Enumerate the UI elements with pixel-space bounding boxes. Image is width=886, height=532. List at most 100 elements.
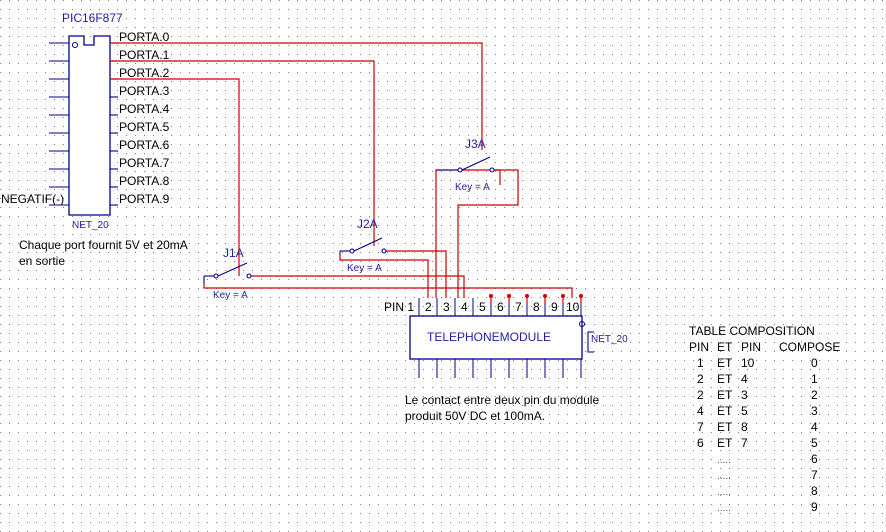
table-cell-1-1: ET: [717, 372, 733, 386]
j2a-key: Key = A: [347, 263, 382, 274]
table-filler-2: .....: [717, 487, 731, 498]
note-port-line2: en sortie: [19, 254, 65, 268]
table-cell-1-0: 2: [697, 372, 704, 386]
table-cell-3-0: 4: [697, 404, 704, 418]
table-filler-1: .....: [717, 471, 731, 482]
module-pin-number-3: 3: [443, 300, 450, 314]
table-cell-5-3: 5: [811, 436, 818, 450]
table-header-compose: COMPOSE: [779, 340, 840, 354]
table-compose-extra-2: 8: [811, 484, 818, 498]
switch-j2a[interactable]: J2A Key = A: [339, 217, 387, 274]
table-cell-4-0: 7: [697, 420, 704, 434]
module-pin-number-4: 4: [461, 300, 468, 314]
table-cell-1-3: 1: [811, 372, 818, 386]
j1a-key: Key = A: [213, 290, 248, 301]
pic-title: PIC16F877: [62, 11, 123, 25]
port-label-6: PORTA.6: [119, 138, 170, 152]
module-pin-number-2: 2: [425, 300, 432, 314]
table-header-et: ET: [717, 340, 733, 354]
note-module-line2: produit 50V DC et 100mA.: [405, 409, 545, 423]
pic-body: [68, 35, 111, 216]
wire-j1a-pin10: [203, 284, 573, 298]
module-pin-number-8: 8: [533, 300, 540, 314]
wire-porta0-j3a: [110, 42, 483, 150]
module-pin-dot: [561, 294, 565, 298]
module-bottom-pins: [418, 359, 582, 378]
module-pin-dot: [579, 294, 583, 298]
module-net-bracket: [587, 331, 594, 353]
table-cell-5-0: 6: [697, 436, 704, 450]
module-pin-number-9: 9: [551, 300, 558, 314]
table-cell-3-3: 3: [811, 404, 818, 418]
module-marker: [579, 321, 585, 327]
module-net-label: NET_20: [591, 334, 628, 345]
pic-port-labels: PORTA.0PORTA.1PORTA.2PORTA.3PORTA.4PORTA…: [119, 30, 170, 206]
switch-j1a[interactable]: J1A Key = A: [203, 246, 252, 301]
module-pin-dot: [543, 294, 547, 298]
port-label-7: PORTA.7: [119, 156, 170, 170]
module-body: [409, 315, 583, 360]
module-pin-number-10: 10: [566, 300, 580, 314]
port-label-8: PORTA.8: [119, 174, 170, 188]
table-cell-0-0: 1: [697, 356, 704, 370]
port-label-0: PORTA.0: [119, 30, 170, 44]
port-label-4: PORTA.4: [119, 102, 170, 116]
table-compose-extra-3: 9: [811, 500, 818, 514]
table-cell-3-2: 5: [741, 404, 748, 418]
table-cell-2-2: 3: [741, 388, 748, 402]
module-pin-dot: [507, 294, 511, 298]
wires: [110, 42, 573, 298]
j2a-name: J2A: [357, 217, 378, 231]
table-filler-0: .....: [717, 455, 731, 466]
table-cell-0-2: 10: [741, 356, 755, 370]
port-label-5: PORTA.5: [119, 120, 170, 134]
port-label-1: PORTA.1: [119, 48, 170, 62]
pic-chip[interactable]: PIC16F877 NET_20 NEGATIF(-) PORTA.0PORTA…: [1, 11, 170, 231]
table-cell-4-1: ET: [717, 420, 733, 434]
module-title: TELEPHONEMODULE: [427, 330, 551, 344]
table-filler-3: .....: [717, 503, 731, 514]
wire-j3a-pin5: [494, 169, 501, 185]
module-top-pins: [418, 294, 583, 316]
module-pin-dot: [525, 294, 529, 298]
note-port-line1: Chaque port fournit 5V et 20mA: [19, 238, 188, 252]
j3a-key: Key = A: [455, 182, 490, 193]
wire-porta2-j1a: [110, 78, 240, 276]
table-compose-extra-1: 7: [811, 468, 818, 482]
table-compose-extra-0: 6: [811, 452, 818, 466]
module-pin-label: PIN 1: [384, 300, 414, 314]
module-pin-number-5: 5: [479, 300, 486, 314]
module-pin-dot: [489, 294, 493, 298]
table-cell-4-2: 8: [741, 420, 748, 434]
port-label-2: PORTA.2: [119, 66, 170, 80]
wire-j1a-pin4: [251, 275, 465, 298]
table-cell-0-3: 0: [811, 356, 818, 370]
wire-j3a-pin7: [435, 169, 519, 298]
pic-net-label: NET_20: [72, 220, 109, 231]
table-cell-5-2: 7: [741, 436, 748, 450]
table-cell-5-1: ET: [717, 436, 733, 450]
negatif-label: NEGATIF(-): [1, 192, 64, 206]
table-cell-3-1: ET: [717, 404, 733, 418]
table-cell-4-3: 4: [811, 420, 818, 434]
table-cell-1-2: 4: [741, 372, 748, 386]
table-header-pin1: PIN: [689, 340, 709, 354]
table-cell-2-3: 2: [811, 388, 818, 402]
note-module-line1: Le contact entre deux pin du module: [405, 393, 599, 407]
pin1-marker: [72, 42, 78, 48]
module-pin-number-6: 6: [497, 300, 504, 314]
port-label-9: PORTA.9: [119, 192, 170, 206]
module-pin-number-7: 7: [515, 300, 522, 314]
j1a-name: J1A: [223, 246, 244, 260]
table-cell-2-0: 2: [697, 388, 704, 402]
table-header-pin2: PIN: [741, 340, 761, 354]
port-label-3: PORTA.3: [119, 84, 170, 98]
switch-j3a[interactable]: J3A Key = A: [436, 137, 495, 193]
wire-porta1-j2a: [110, 60, 375, 246]
